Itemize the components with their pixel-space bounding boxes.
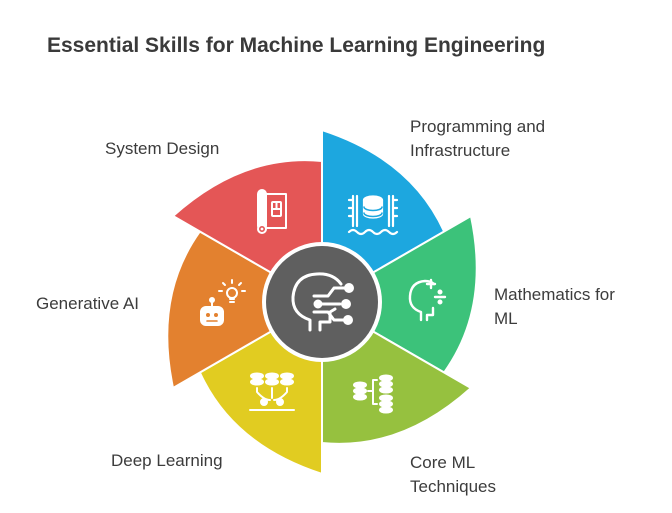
robot-idea-icon (200, 279, 246, 326)
label-generative-ai: Generative AI (36, 292, 139, 316)
label-programming-infrastructure: Programming and Infrastructure (410, 115, 545, 163)
label-mathematics-ml: Mathematics for ML (494, 283, 615, 331)
blueprint-icon (257, 189, 287, 234)
ai-head-circuit-icon (291, 272, 354, 332)
label-line: Programming and (410, 117, 546, 136)
label-line: Techniques (410, 477, 497, 496)
head-math-icon (408, 278, 447, 322)
label-system-design: System Design (105, 137, 219, 161)
data-flow-icon (353, 374, 393, 414)
label-line: ML (494, 309, 518, 328)
label-line: Generative AI (36, 294, 140, 313)
label-line: System Design (105, 139, 220, 158)
label-line: Deep Learning (111, 451, 223, 470)
label-line: Core ML (410, 453, 476, 472)
server-stack-icon (347, 194, 399, 236)
label-deep-learning: Deep Learning (111, 449, 223, 473)
label-line: Infrastructure (410, 141, 511, 160)
neural-network-icon (249, 372, 295, 411)
diagram-title: Essential Skills for Machine Learning En… (47, 34, 546, 57)
label-line: Mathematics for (494, 285, 615, 304)
label-core-ml-techniques: Core ML Techniques (410, 451, 496, 499)
